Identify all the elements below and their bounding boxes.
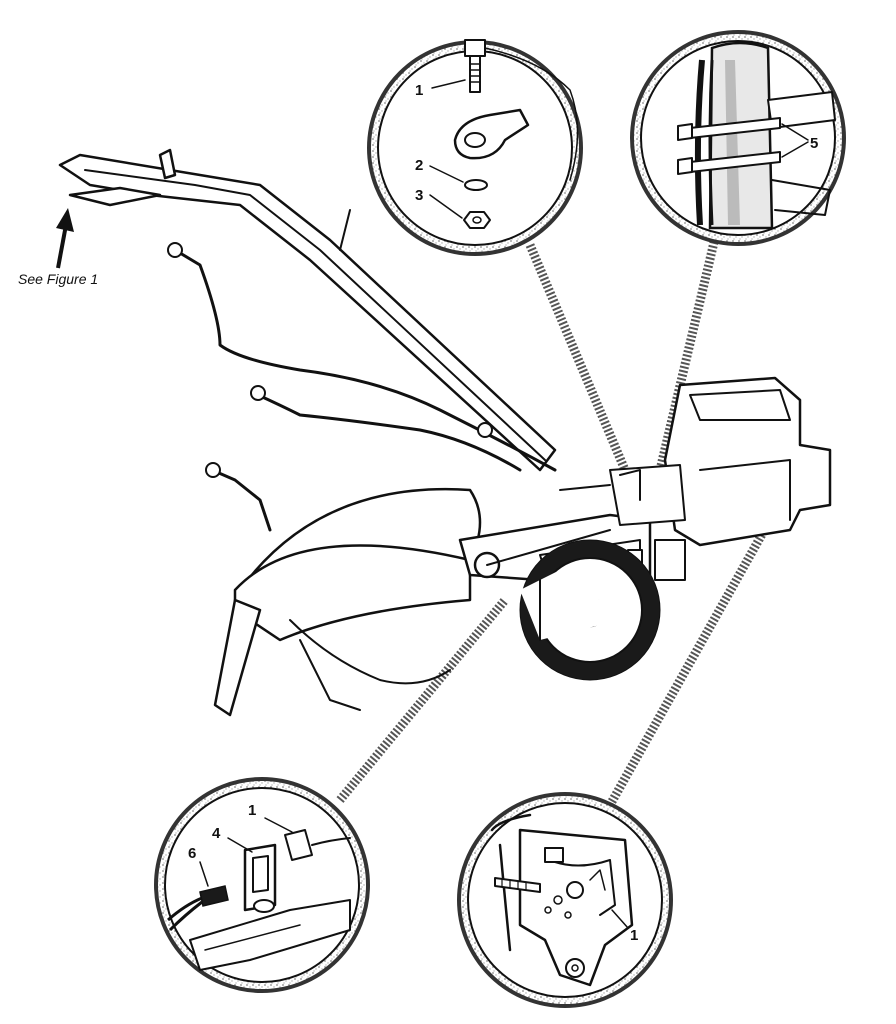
pointer-arrow-shaft xyxy=(56,224,68,269)
callout-1: 1 xyxy=(415,82,423,99)
wheel xyxy=(519,539,661,681)
pointer-arrow-head-icon xyxy=(56,208,74,232)
engine xyxy=(559,376,832,547)
callout-5: 5 xyxy=(810,135,818,152)
tiller-illustration xyxy=(58,148,832,717)
see-figure-pointer: See Figure 1 xyxy=(18,208,98,287)
callout-1: 1 xyxy=(630,927,638,944)
callout-2: 2 xyxy=(415,157,423,174)
callout-4: 4 xyxy=(212,825,221,842)
see-figure-caption: See Figure 1 xyxy=(18,271,98,287)
leader-lines xyxy=(336,236,774,808)
leader-top-center xyxy=(525,243,630,472)
detail-bottom-left: 1 4 6 xyxy=(154,777,370,993)
tine-hood xyxy=(213,487,482,717)
leader-bottom-left xyxy=(336,597,509,803)
callout-1: 1 xyxy=(248,802,256,819)
control-cables xyxy=(167,242,557,532)
handlebar xyxy=(58,148,557,472)
callout-3: 3 xyxy=(415,187,423,204)
callout-6: 6 xyxy=(188,845,196,862)
detail-top-center: 1 2 3 xyxy=(367,39,583,256)
leader-bottom-right xyxy=(606,517,774,808)
detail-bottom-right: 1 xyxy=(457,792,673,1008)
detail-top-right: 5 xyxy=(630,30,846,246)
